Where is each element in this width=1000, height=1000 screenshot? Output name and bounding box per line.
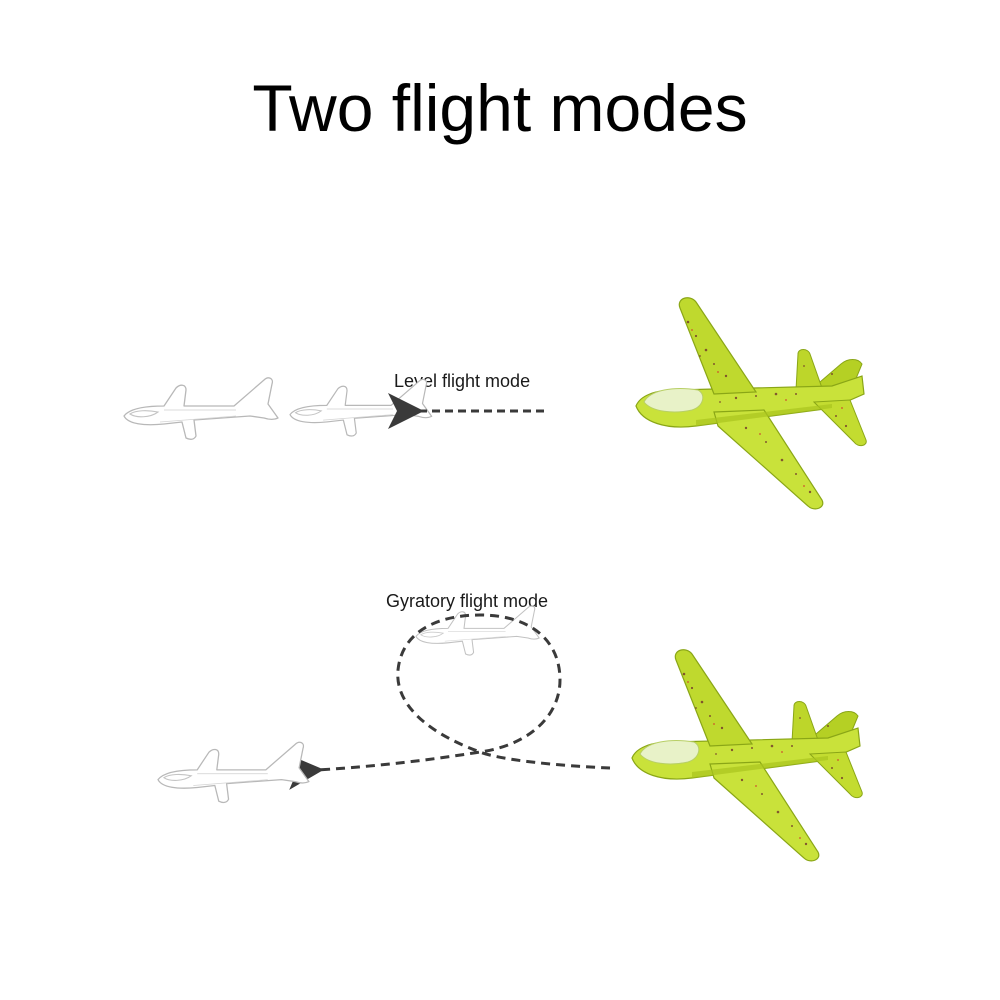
gyratory-flight-mode-label: Gyratory flight mode [386,591,549,611]
gyratory-toy-plane [631,649,863,862]
level-flight-mode-label: Level flight mode [394,371,531,391]
level-sketch-plane-near [289,378,433,437]
level-toy-plane [635,297,867,510]
gyratory-sketch-plane-end [157,741,310,804]
gyratory-sketch-plane-top [415,605,540,656]
gyratory-loop-path [286,613,611,790]
level-sketch-plane-far [123,377,279,440]
page-title: Two flight modes [252,71,748,145]
